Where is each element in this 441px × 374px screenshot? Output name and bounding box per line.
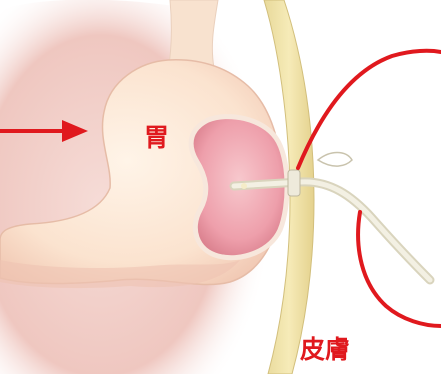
tube-tip <box>241 183 247 189</box>
stomach-label: 胃 <box>144 125 169 150</box>
tube-connector <box>318 153 352 167</box>
tube-collar <box>288 170 300 196</box>
skin-label: 皮膚 <box>300 337 350 362</box>
skin-outline <box>298 51 441 168</box>
skin-outline-lower <box>358 212 441 326</box>
